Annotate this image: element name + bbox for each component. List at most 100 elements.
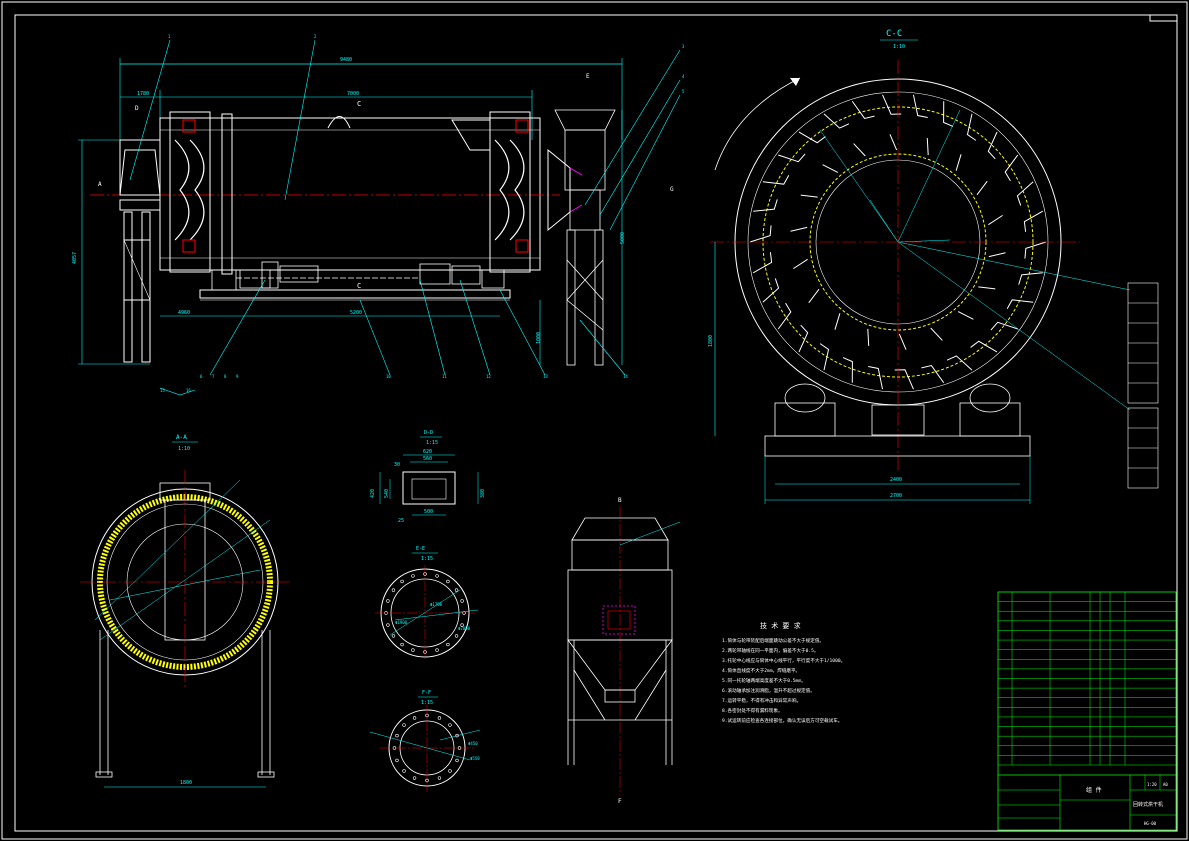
title-material: 组 件 <box>1086 786 1102 794</box>
bolt-hole <box>384 611 388 615</box>
lifting-flight <box>1018 272 1043 285</box>
dim-right-height: 5000 <box>620 232 626 244</box>
dim-frame-length: 4960 <box>178 310 190 316</box>
arrow-label-e: E <box>586 73 590 80</box>
bolt-hole <box>400 579 404 584</box>
title-scale: 1:20 <box>1147 782 1157 787</box>
callout-10: 10 <box>386 374 391 379</box>
detail-e-title: E-E <box>416 546 425 552</box>
dim-dd-bottom: 500 <box>424 509 433 515</box>
detail-f-title: F-F <box>422 690 431 696</box>
inner-flight <box>978 286 996 290</box>
lifting-flight <box>943 101 954 127</box>
inner-flight <box>867 328 870 346</box>
callout-8: 8 <box>224 374 227 379</box>
tech-req-item: 7.运转平稳，不得有冲击和异常声响。 <box>722 697 801 704</box>
bolt-hole <box>437 716 442 720</box>
callout-11: 11 <box>442 374 447 379</box>
inner-flight <box>853 143 866 157</box>
dim-e-d1: Φ1700 <box>430 602 443 607</box>
bolt-hole <box>435 648 439 652</box>
hopper-view: B F <box>567 497 681 805</box>
dim-dd-side-r: 380 <box>480 489 486 498</box>
hopper-label-b: B <box>618 497 622 504</box>
callout-12: 12 <box>486 374 491 379</box>
lifting-flight <box>966 113 977 141</box>
lifting-flight <box>882 94 902 115</box>
bolt-hole <box>386 623 390 627</box>
callout-4: 4 <box>682 74 685 79</box>
lifting-flight <box>868 365 884 390</box>
dim-f-d2: Φ550 <box>470 756 480 761</box>
tech-requirements: 技 术 要 求 1.筒体与轮带装配后端面跳动公差不大于规定值。 2.两轮带轴线在同… <box>722 621 845 724</box>
lifting-flight <box>819 343 830 371</box>
tech-req-item: 5.同一托轮轴两端高度差不大于0.5mm。 <box>722 677 806 684</box>
detail-f-view: F-F 1:15 Φ450 Φ550 <box>369 690 480 792</box>
bolt-hole <box>460 599 464 603</box>
callout-16: 16 <box>186 388 191 393</box>
arrow-label-d: D <box>135 105 139 112</box>
callout-9: 9 <box>236 374 239 379</box>
title-code: HG-00 <box>1144 821 1157 826</box>
bolt-hole <box>455 758 459 763</box>
arrow-label-g: G <box>670 186 674 193</box>
dim-dd-small: 25 <box>398 518 404 524</box>
detail-top-view: D-D 1:15 620 560 30 420 540 380 500 25 <box>370 430 486 524</box>
lifting-flight <box>1016 181 1034 206</box>
lifting-flight <box>842 357 853 383</box>
inner-flight <box>808 288 820 304</box>
tech-req-item: 1.筒体与轮带装配后端面跳动公差不大于规定值。 <box>722 637 824 644</box>
section-label-c-bottom: C <box>357 282 361 290</box>
tech-req-item: 2.两轮带轴线在同一平面内，偏差不大于0.5。 <box>722 647 819 654</box>
lifting-flight <box>823 113 850 129</box>
inner-flight <box>957 311 974 320</box>
bolt-hole <box>435 574 439 578</box>
tech-req-item: 4.筒体直线度不大于2mm，焊缝磨平。 <box>722 667 800 674</box>
lifting-flight <box>894 369 914 390</box>
dim-cc-base-outer: 2700 <box>890 493 902 499</box>
dim-cc-height: 1800 <box>708 335 714 347</box>
lifting-flight <box>1023 210 1044 232</box>
section-cc-view: C-C 1:10 <box>708 29 1159 504</box>
detail-e-scale: 1:15 <box>421 556 433 562</box>
dim-dd-left: 30 <box>394 462 400 468</box>
title-block: 组 件 回转式烘干机 1:20 A0 HG-00 <box>997 591 1177 831</box>
dim-dd-inner: 560 <box>423 456 432 462</box>
bolt-hole <box>411 648 415 652</box>
tech-req-item: 8.各密封处不得有漏料现象。 <box>722 707 783 714</box>
bolt-hole <box>402 769 406 773</box>
lifting-flight <box>921 364 945 384</box>
bolt-hole <box>386 599 390 603</box>
lifting-flight <box>851 100 875 120</box>
callout-15: 15 <box>160 388 165 393</box>
callout-5: 5 <box>682 89 685 94</box>
lifting-flight <box>970 340 998 353</box>
bolt-hole <box>448 769 452 773</box>
dim-left-offset: 1780 <box>137 91 149 97</box>
title-sheet: A0 <box>1163 782 1168 787</box>
arrow-label-a: A <box>98 181 102 188</box>
lifting-flight <box>946 355 973 371</box>
dim-e-d2: Φ1900 <box>395 620 408 625</box>
section-aa-title: A-A <box>176 434 187 441</box>
tech-req-title: 技 术 要 求 <box>760 621 801 630</box>
dim-e-d3: Φ2000 <box>458 626 471 631</box>
bolt-hole <box>446 642 450 647</box>
dim-aa-width: 1800 <box>180 780 192 786</box>
inner-flight <box>926 138 929 156</box>
inner-flight <box>988 214 1003 226</box>
inner-flight <box>889 134 898 151</box>
lifting-flight <box>753 199 778 212</box>
lifting-flight <box>798 324 809 353</box>
inner-flight <box>800 194 818 198</box>
bolt-hole <box>400 642 404 647</box>
lifting-flight <box>1004 154 1019 182</box>
detail-top-title: D-D <box>424 430 433 436</box>
bolt-hole <box>391 634 396 638</box>
callout-7: 7 <box>212 374 215 379</box>
callout-numbers: 1 2 3 4 5 6 7 8 9 10 11 12 13 14 15 16 <box>160 34 685 393</box>
lifting-flight <box>752 252 773 274</box>
title-drawing-name: 回转式烘干机 <box>1133 801 1163 808</box>
